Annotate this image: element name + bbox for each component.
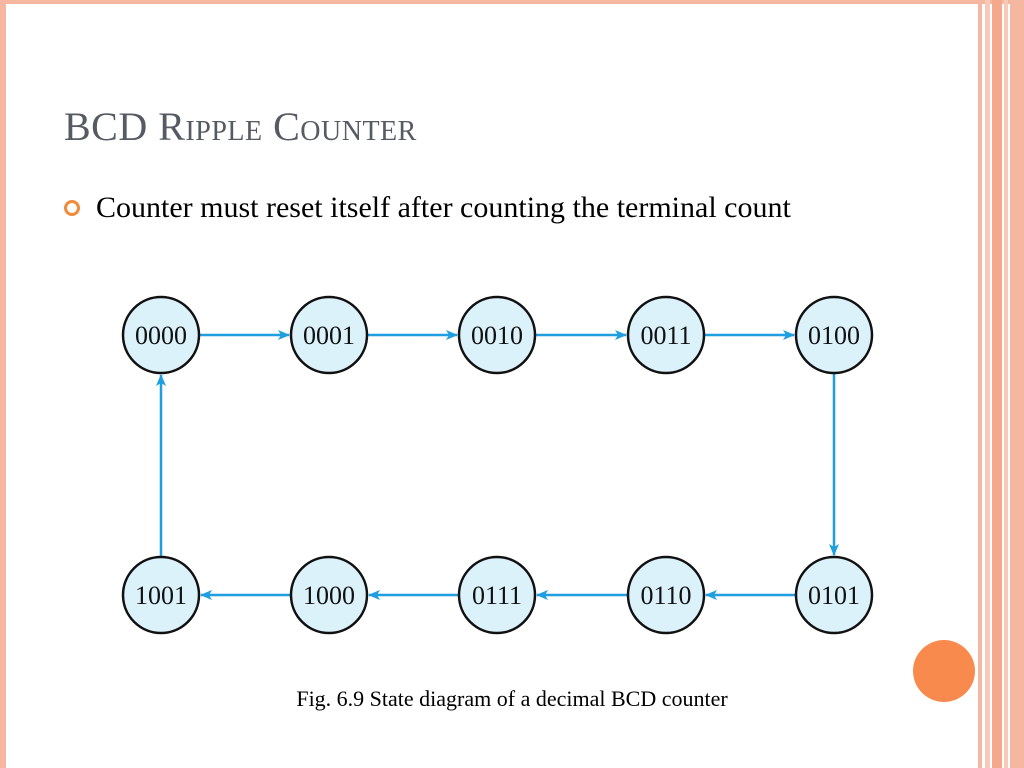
state-circle — [626, 295, 706, 375]
state-node: 1001 — [121, 555, 201, 635]
slide-title: BCD Ripple Counter — [64, 104, 417, 149]
state-label: 0101 — [808, 581, 860, 610]
bullet-item: Counter must reset itself after counting… — [64, 188, 804, 228]
state-circle — [289, 555, 369, 635]
state-circle — [626, 555, 706, 635]
state-circle — [121, 295, 201, 375]
state-label: 0010 — [471, 321, 523, 350]
state-label: 0100 — [808, 321, 860, 350]
state-circle — [289, 295, 369, 375]
state-label: 0011 — [640, 321, 691, 350]
state-circle — [794, 555, 874, 635]
state-label: 0110 — [640, 581, 691, 610]
figure-caption: Fig. 6.9 State diagram of a decimal BCD … — [296, 686, 728, 711]
state-label: 1001 — [135, 581, 187, 610]
bullet-circle-icon — [64, 200, 80, 216]
state-node: 0101 — [794, 555, 874, 635]
state-circle — [794, 295, 874, 375]
state-node: 0110 — [626, 555, 706, 635]
state-nodes: 0000 0001 0010 0011 0100 1001 1000 0111 0110 0101 — [121, 295, 874, 635]
state-label: 0111 — [472, 581, 522, 610]
state-node: 0000 — [121, 295, 201, 375]
state-label: 1000 — [303, 581, 355, 610]
state-node: 0011 — [626, 295, 706, 375]
state-node: 1000 — [289, 555, 369, 635]
state-transitions — [156, 330, 839, 600]
decorative-orange-circle — [913, 640, 975, 702]
state-circle — [457, 295, 537, 375]
state-circle — [457, 555, 537, 635]
state-node: 0001 — [289, 295, 369, 375]
state-node: 0010 — [457, 295, 537, 375]
bullet-text: Counter must reset itself after counting… — [96, 191, 791, 224]
state-node: 0100 — [794, 295, 874, 375]
state-label: 0001 — [303, 321, 355, 350]
state-circle — [121, 555, 201, 635]
state-node: 0111 — [457, 555, 537, 635]
state-label: 0000 — [135, 321, 187, 350]
